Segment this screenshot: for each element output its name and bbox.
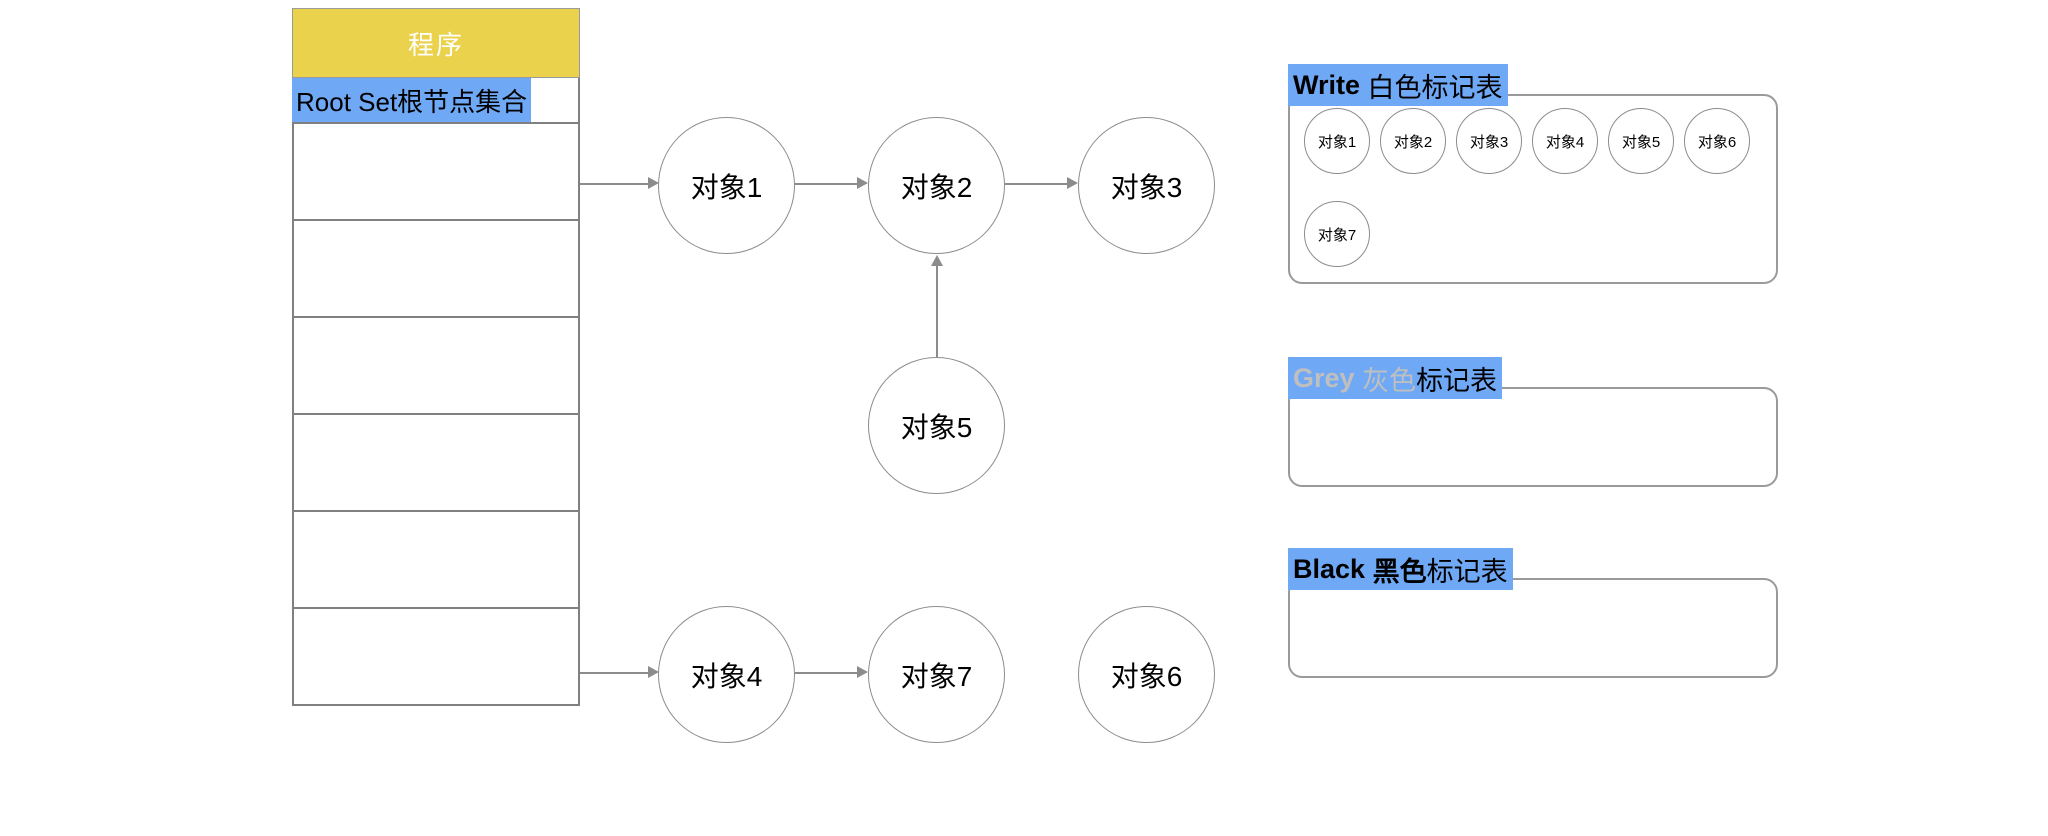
- mark-table-white: Write 白色 标记表 对象1 对象2 对象3 对象4 对象5 对象6 对象7: [1288, 64, 1788, 308]
- node-obj7[interactable]: 对象7: [868, 606, 1005, 743]
- mark-table-white-chips: 对象1 对象2 对象3 对象4 对象5 对象6 对象7: [1288, 94, 1778, 284]
- chip-obj5[interactable]: 对象5: [1608, 108, 1674, 174]
- arrowhead-obj1-to-obj2: [857, 177, 868, 189]
- mark-table-grey-cn: 灰色: [1362, 365, 1417, 396]
- mark-table-black-suffix: 标记表: [1426, 556, 1508, 587]
- mark-table-black-title: Black 黑色 标记表: [1288, 548, 1513, 590]
- node-obj4-label: 对象4: [690, 660, 763, 692]
- node-obj2[interactable]: 对象2: [868, 117, 1005, 254]
- arrowhead-obj4-to-obj7: [857, 666, 868, 678]
- root-set-row[interactable]: [294, 122, 578, 219]
- mark-table-black-box[interactable]: [1288, 578, 1778, 678]
- mark-table-black-en: Black: [1293, 553, 1366, 584]
- root-set-caption: Root Set根节点集合: [292, 78, 578, 122]
- program-root-set-stack: 程序 Root Set根节点集合: [292, 8, 580, 706]
- mark-table-grey-en: Grey: [1293, 362, 1355, 393]
- node-obj5[interactable]: 对象5: [868, 357, 1005, 494]
- chip-obj1[interactable]: 对象1: [1304, 108, 1370, 174]
- mark-table-black: Black 黑色 标记表: [1288, 548, 1788, 688]
- edge-rootset-to-obj4: [580, 672, 648, 674]
- mark-table-white-cn: 白色: [1367, 72, 1422, 103]
- root-set-row[interactable]: [294, 510, 578, 607]
- arrowhead-obj5-to-obj2: [931, 255, 943, 266]
- arrowhead-obj2-to-obj3: [1067, 177, 1078, 189]
- node-obj6[interactable]: 对象6: [1078, 606, 1215, 743]
- edge-obj5-to-obj2: [936, 266, 938, 377]
- node-obj6-label: 对象6: [1110, 660, 1183, 692]
- root-set-row[interactable]: [294, 219, 578, 316]
- edge-obj1-to-obj2: [795, 183, 857, 185]
- mark-table-white-suffix: 标记表: [1421, 72, 1503, 103]
- node-obj5-label: 对象5: [900, 411, 973, 443]
- root-set-row[interactable]: [294, 413, 578, 510]
- arrowhead-rootset-to-obj1: [648, 177, 659, 189]
- node-obj1[interactable]: 对象1: [658, 117, 795, 254]
- mark-table-grey-title: Grey 灰色 标记表: [1288, 357, 1503, 399]
- edge-rootset-to-obj1: [580, 183, 648, 185]
- root-set-row[interactable]: [294, 607, 578, 704]
- node-obj4[interactable]: 对象4: [658, 606, 795, 743]
- mark-table-white-title: Write 白色 标记表: [1288, 64, 1508, 106]
- chip-obj7[interactable]: 对象7: [1304, 201, 1370, 267]
- node-obj2-label: 对象2: [900, 171, 973, 203]
- arrowhead-rootset-to-obj4: [648, 666, 659, 678]
- edge-obj4-to-obj7: [795, 672, 857, 674]
- program-header: 程序: [292, 8, 580, 78]
- node-obj3[interactable]: 对象3: [1078, 117, 1215, 254]
- chip-obj6[interactable]: 对象6: [1684, 108, 1750, 174]
- mark-table-grey-suffix: 标记表: [1416, 365, 1498, 396]
- node-obj7-label: 对象7: [900, 660, 973, 692]
- chip-obj2[interactable]: 对象2: [1380, 108, 1446, 174]
- root-set-table: Root Set根节点集合: [292, 78, 580, 706]
- root-set-row[interactable]: [294, 316, 578, 413]
- mark-table-white-en: Write: [1293, 69, 1361, 100]
- node-obj3-label: 对象3: [1110, 171, 1183, 203]
- program-title: 程序: [407, 29, 464, 60]
- mark-table-grey-box[interactable]: [1288, 387, 1778, 487]
- chip-obj4[interactable]: 对象4: [1532, 108, 1598, 174]
- chip-obj3[interactable]: 对象3: [1456, 108, 1522, 174]
- mark-table-grey: Grey 灰色 标记表: [1288, 357, 1788, 497]
- root-set-label: Root Set根节点集合: [292, 78, 532, 122]
- edge-obj2-to-obj3: [1005, 183, 1067, 185]
- node-obj1-label: 对象1: [690, 171, 763, 203]
- mark-table-black-cn: 黑色: [1372, 556, 1427, 587]
